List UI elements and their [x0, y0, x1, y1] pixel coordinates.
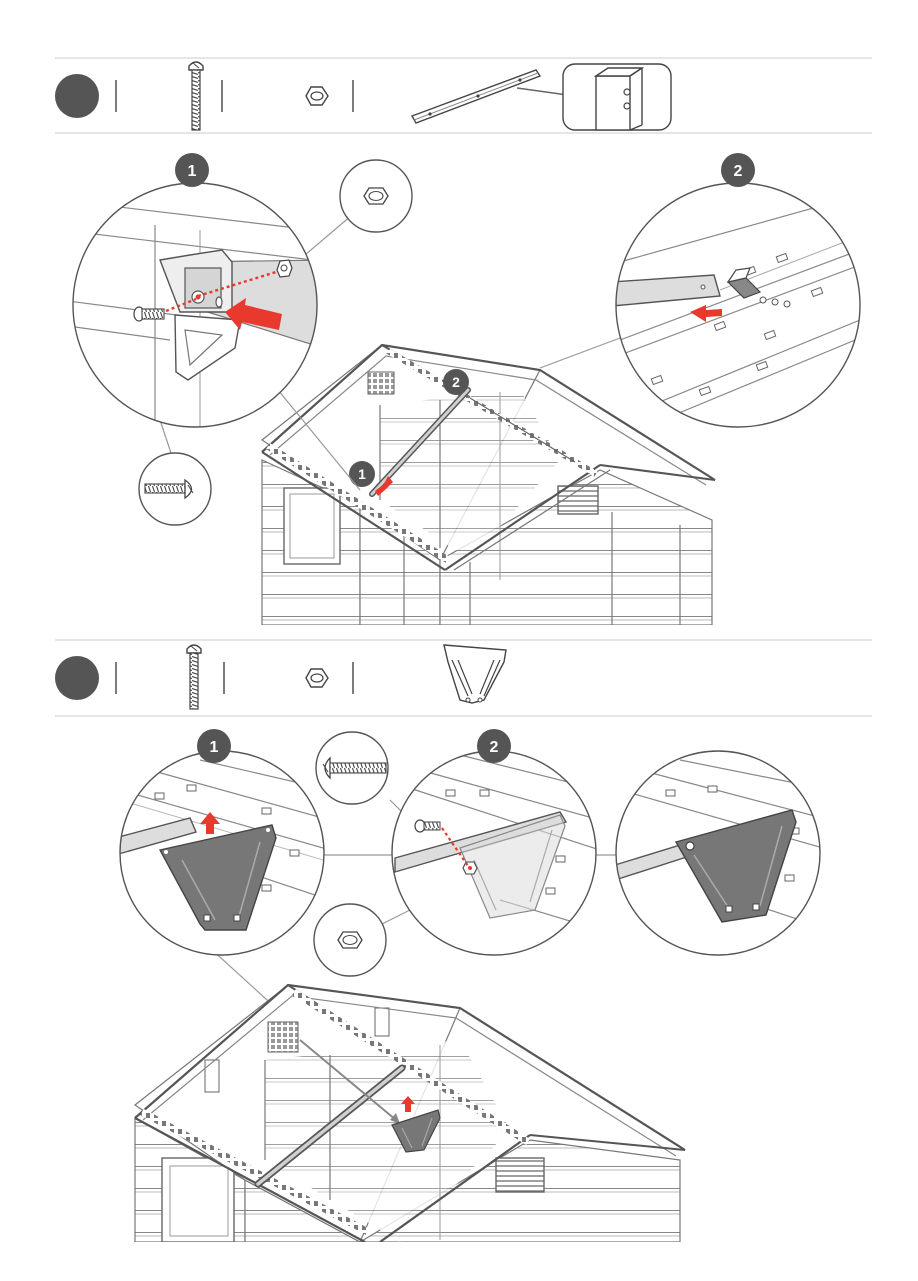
step2-callout-2: 2: [477, 729, 511, 763]
scene-label-2: 2: [443, 369, 469, 395]
bolt-icon: [189, 62, 203, 130]
detail-callout-2: 2: [721, 153, 755, 187]
svg-text:2: 2: [734, 163, 743, 180]
step1-number-badge: [55, 74, 99, 118]
bolt-icon: [134, 307, 164, 321]
step2-detail-1: [115, 751, 330, 955]
nut-detail-circle: [314, 904, 386, 976]
nut-icon: [306, 87, 328, 105]
bolt-detail-circle: [316, 732, 388, 804]
step1-detail-2: [612, 183, 860, 427]
nut-icon: [306, 669, 328, 687]
bolt-icon: [415, 820, 440, 832]
nut-detail-circle: [340, 160, 412, 232]
step1-parts-bar: [55, 58, 872, 133]
svg-text:1: 1: [210, 739, 219, 756]
svg-text:1: 1: [188, 163, 197, 180]
bracket-icon: [444, 645, 506, 703]
step1-detail-1: [60, 183, 330, 430]
svg-text:1: 1: [358, 466, 366, 482]
bolt-detail-circle: [139, 453, 211, 525]
nut-icon: [463, 862, 477, 874]
nut-icon: [338, 932, 362, 948]
step2-parts-bar: [55, 640, 872, 716]
step2-shed-scene: [135, 985, 685, 1242]
svg-text:2: 2: [490, 739, 499, 756]
rail-icon: [412, 70, 540, 123]
nut-icon: [277, 260, 292, 277]
step2-number-badge: [55, 656, 99, 700]
post-icon: [563, 64, 671, 130]
step2-detail-3: [615, 751, 830, 955]
step2-callout-1: 1: [197, 729, 231, 763]
nut-icon: [364, 188, 388, 204]
scene-label-1: 1: [349, 461, 375, 487]
step2-detail-2: [392, 751, 600, 955]
bolt-icon: [187, 645, 201, 709]
detail-callout-1: 1: [175, 153, 209, 187]
svg-text:2: 2: [452, 374, 460, 390]
